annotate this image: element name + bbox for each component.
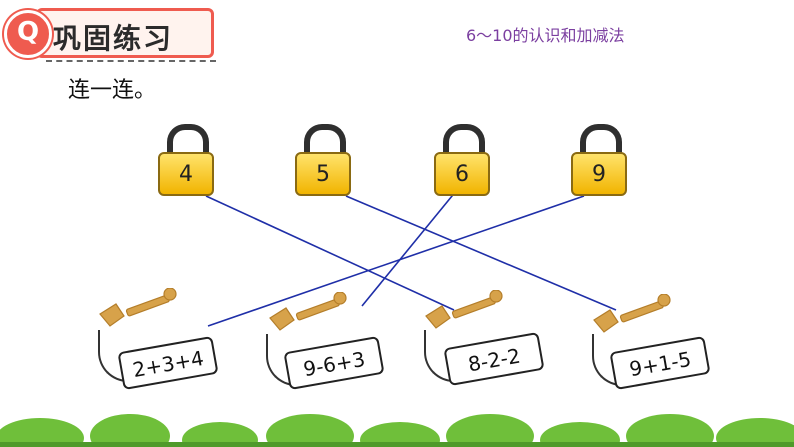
lock-2[interactable]: 5 (295, 124, 351, 196)
key-icon (425, 290, 503, 329)
title-box: 巩固练习 (36, 8, 214, 58)
grass-border (0, 414, 794, 447)
lock-number: 6 (455, 162, 469, 187)
key-icon (99, 288, 177, 327)
lock-body: 5 (295, 152, 351, 196)
key-icon (269, 292, 347, 331)
q-badge-icon: Q (4, 10, 52, 58)
lock-4[interactable]: 9 (571, 124, 627, 196)
lock-number: 5 (316, 162, 330, 187)
lock-shackle-icon (443, 124, 485, 160)
lock-1[interactable]: 4 (158, 124, 214, 196)
lock-body: 4 (158, 152, 214, 196)
lock-3[interactable]: 6 (434, 124, 490, 196)
key-icon (593, 294, 671, 333)
lesson-subtitle: 6～10的认识和加减法 (466, 26, 625, 45)
title-underline (46, 60, 216, 62)
q-badge-letter: Q (16, 17, 40, 47)
page-title: 巩固练习 (53, 22, 174, 55)
connect-line-6 (361, 173, 471, 307)
lock-number: 4 (179, 162, 193, 187)
lock-shackle-icon (580, 124, 622, 160)
lock-number: 9 (592, 162, 606, 187)
lock-shackle-icon (167, 124, 209, 160)
connect-line-9 (207, 195, 585, 327)
connect-line-5 (345, 195, 617, 311)
lock-shackle-icon (304, 124, 346, 160)
instruction-text: 连一连。 (68, 78, 157, 103)
lock-body: 6 (434, 152, 490, 196)
connect-line-4 (205, 195, 455, 311)
lock-body: 9 (571, 152, 627, 196)
title-header: 巩固练习 Q (0, 2, 230, 60)
